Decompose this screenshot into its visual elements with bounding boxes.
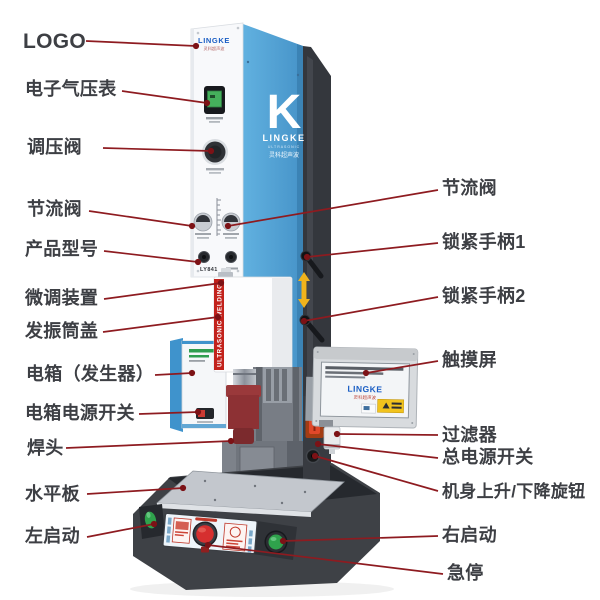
- electronic-pressure-gauge: [204, 86, 225, 123]
- leader-line-welding-horn: [65, 440, 232, 449]
- leader-dot-regulator-valve: [207, 147, 215, 155]
- leader-dot-box-power-switch: [194, 408, 202, 416]
- leader-dot-level-plate: [179, 484, 187, 492]
- leader-dot-left-start: [150, 520, 158, 528]
- leader-dot-main-power-switch: [314, 440, 322, 448]
- leader-line-filter: [336, 433, 439, 436]
- leader-dot-filter: [333, 430, 341, 438]
- leader-line-throttle-right: [227, 189, 439, 227]
- part-label-touch-screen: 触摸屏: [442, 350, 497, 370]
- leader-line-emergency-stop: [207, 544, 444, 575]
- part-label-emergency-stop: 急停: [447, 563, 484, 583]
- leader-line-lock-handle-1: [306, 242, 439, 258]
- leader-dot-oscillator-cover: [214, 313, 222, 321]
- oscillator-cylinder-cover: ULTRASONIC WELDING: [213, 268, 293, 373]
- part-label-welding-horn: 焊头: [27, 438, 64, 458]
- leader-line-left-start: [86, 523, 155, 538]
- leader-line-throttle-left: [88, 210, 193, 227]
- leader-line-logo: [85, 40, 197, 47]
- leader-line-box-power-switch: [138, 411, 199, 415]
- welding-horn: [226, 385, 261, 444]
- leader-dot-right-start: [279, 537, 287, 545]
- part-label-throttle-left: 节流阀: [27, 199, 82, 219]
- booster-chrome: [233, 369, 256, 389]
- leveling-plate: [156, 470, 345, 517]
- leader-dot-generator-box: [188, 369, 196, 377]
- leader-lines: [65, 40, 444, 575]
- leader-line-generator-box: [154, 372, 193, 376]
- emergency-stop-button: [192, 521, 218, 553]
- part-label-main-power-switch: 总电源开关: [442, 447, 534, 467]
- model-text: LY841: [200, 267, 218, 273]
- part-label-lift-knob: 机身上升/下降旋钮: [442, 482, 586, 501]
- throttle-valve-left-knob: [193, 212, 213, 239]
- k-logo-sub: ULTRASONIC: [268, 145, 300, 149]
- part-label-right-start: 右启动: [442, 525, 497, 545]
- part-label-logo: LOGO: [23, 30, 87, 53]
- left-start-button: [139, 504, 165, 539]
- leader-dot-welding-horn: [227, 437, 235, 445]
- leader-line-fine-adjust: [103, 282, 222, 300]
- red-brand-strip: [214, 279, 224, 370]
- part-label-lock-handle-1: 锁紧手柄1: [442, 232, 526, 252]
- part-label-generator-box: 电箱（发生器）: [26, 364, 155, 384]
- touch-screen: LINGKE 灵科超声波: [305, 346, 419, 429]
- leader-line-touch-screen: [365, 360, 439, 374]
- leader-line-oscillator-cover: [102, 316, 219, 333]
- leader-dot-throttle-right: [224, 222, 232, 230]
- screen-brand-logo: LINGKE: [347, 384, 382, 395]
- base-front-panel: [162, 512, 258, 555]
- leader-dot-lock-handle-2: [300, 317, 308, 325]
- screen-brand-sub: 灵科超声波: [353, 394, 376, 401]
- leader-dot-lock-handle-1: [303, 253, 311, 261]
- scale-ruler: [216, 198, 221, 236]
- leader-dot-fine-adjust: [217, 279, 225, 287]
- leader-line-right-start: [282, 535, 439, 542]
- up-down-arrow-icon: [298, 272, 310, 308]
- k-logo-sub-cn: 灵科超声波: [269, 151, 299, 159]
- part-label-filter: 过滤器: [442, 425, 497, 445]
- leader-dot-lift-knob: [311, 452, 319, 460]
- leader-line-regulator-valve: [102, 147, 212, 152]
- part-label-fine-adjust: 微调装置: [25, 288, 99, 308]
- leader-line-main-power-switch: [317, 443, 439, 459]
- generator-box: [170, 338, 227, 432]
- part-label-oscillator-cover: 发振筒盖: [25, 321, 99, 341]
- leader-line-product-model: [103, 250, 199, 263]
- k-logo-letter: K: [267, 86, 302, 139]
- leader-line-pressure-gauge: [121, 90, 208, 104]
- leader-dot-throttle-left: [188, 222, 196, 230]
- small-adjuster-knobs: [198, 251, 237, 263]
- leader-dot-emergency-stop: [204, 541, 212, 549]
- leader-dot-pressure-gauge: [203, 99, 211, 107]
- leader-dot-logo: [192, 42, 200, 50]
- part-label-lock-handle-2: 锁紧手柄2: [442, 286, 526, 306]
- leader-line-level-plate: [86, 487, 184, 495]
- panel-brand-sub: 灵科超声波: [204, 45, 226, 52]
- part-label-pressure-gauge: 电子气压表: [25, 79, 117, 99]
- k-logo-brand: LINGKE: [262, 133, 305, 143]
- part-label-throttle-right: 节流阀: [442, 178, 497, 198]
- part-label-level-plate: 水平板: [25, 484, 80, 504]
- right-start-button: [253, 521, 297, 560]
- model-text-tail: [226, 267, 238, 270]
- leader-dot-touch-screen: [362, 369, 370, 377]
- cylinder-strip-text: ULTRASONIC WELDING: [217, 283, 224, 367]
- column-foot: [222, 441, 303, 477]
- leader-line-lock-handle-2: [303, 296, 439, 322]
- warning-label: [377, 398, 405, 414]
- part-label-regulator-valve: 调压阀: [27, 137, 82, 157]
- part-label-box-power-switch: 电箱电源开关: [25, 403, 135, 423]
- part-label-left-start: 左启动: [25, 526, 80, 546]
- leader-dot-product-model: [194, 258, 202, 266]
- leader-line-lift-knob: [314, 455, 439, 492]
- panel-brand-logo: LINGKE: [198, 36, 230, 45]
- part-label-product-model: 产品型号: [25, 239, 99, 259]
- k-logo: K LINGKE ULTRASONIC 灵科超声波: [262, 86, 305, 159]
